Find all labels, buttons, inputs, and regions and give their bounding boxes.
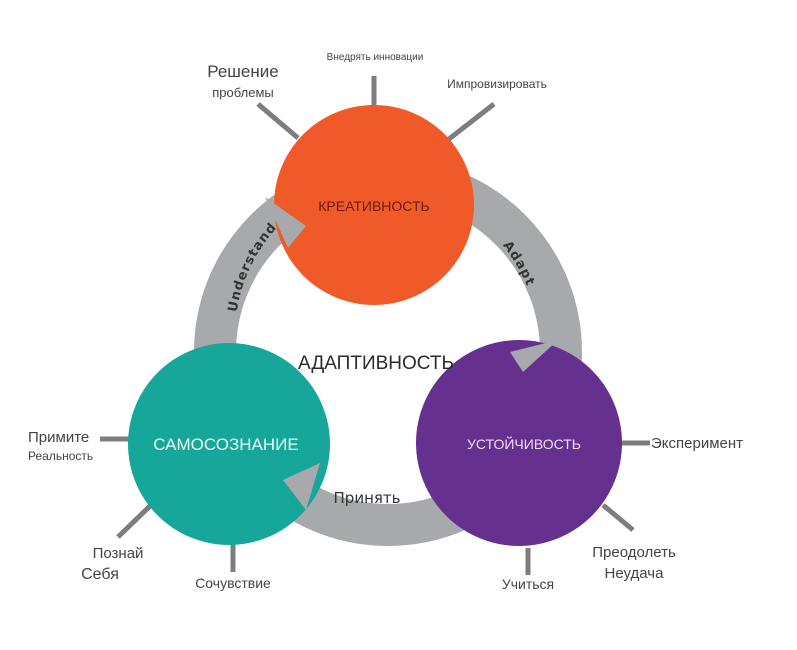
know-yourself-label-line1: Познай	[93, 545, 144, 562]
accept-reality-label-line2: Реальность	[28, 449, 93, 463]
spokes	[100, 76, 650, 575]
understand-arrow-tip	[265, 197, 306, 248]
improvise-label: Импровизировать	[447, 77, 547, 91]
learn-label: Учиться	[502, 576, 554, 592]
overcome-failure-label-line1: Преодолеть	[592, 544, 676, 561]
accept-arrow-tip	[283, 463, 320, 510]
creativity-circle	[274, 105, 474, 305]
overcome-failure-label-line2: Неудача	[605, 565, 665, 582]
creativity-label: КРЕАТИВНОСТЬ	[318, 198, 429, 214]
know-yourself-label-line2: Себя	[81, 566, 119, 583]
resilience-circle	[416, 340, 622, 546]
problem-solving-label-line2: проблемы	[212, 85, 273, 100]
accept-reality-label-line1: Примите	[28, 429, 89, 446]
problem-solving-label-line1: Решение	[207, 62, 278, 81]
center-label: АДАПТИВНОСТЬ	[298, 353, 454, 374]
adapt-arrow-tip	[510, 340, 558, 372]
self-awareness-label: САМОСОЗНАНИЕ	[153, 435, 298, 454]
accept-label: Принять	[334, 489, 401, 507]
self-awareness-circle	[128, 343, 330, 545]
spoke-problem-solving	[256, 102, 300, 140]
experiment-label: Эксперимент	[651, 435, 743, 452]
spoke-know-yourself	[116, 504, 152, 539]
resilience-label: УСТОЙЧИВОСТЬ	[467, 435, 581, 452]
empathy-label: Сочувствие	[195, 575, 271, 591]
innovate-label: Внедрять инновации	[327, 52, 424, 63]
spoke-improvise	[447, 102, 496, 141]
spoke-overcome-failure	[601, 503, 635, 532]
